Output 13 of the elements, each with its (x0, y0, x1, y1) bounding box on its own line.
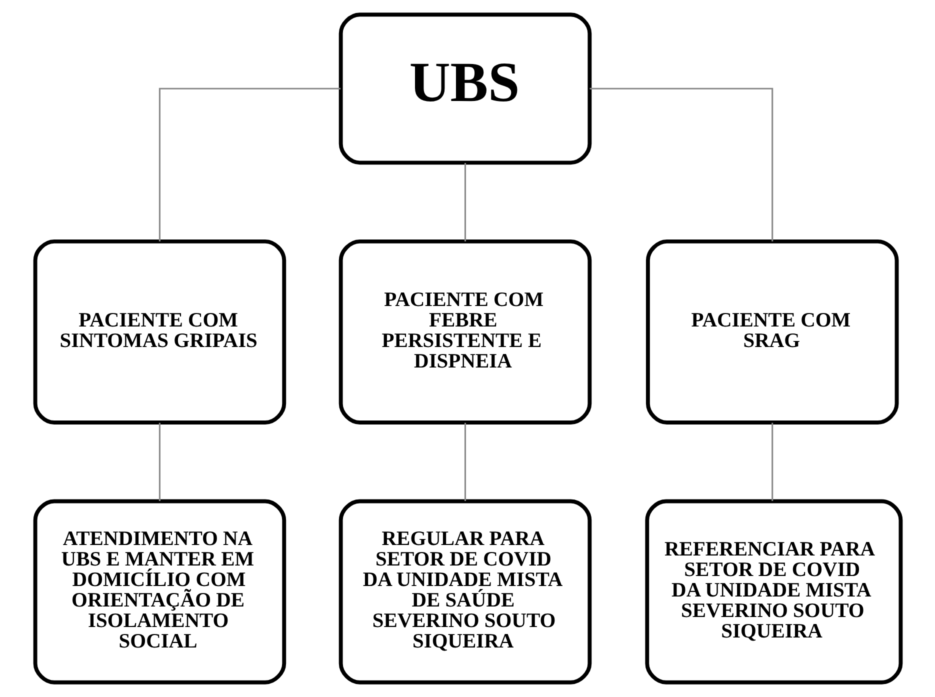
connector (771, 422, 773, 501)
connector (158, 422, 160, 501)
node-box: PACIENTE COM SRAG (645, 239, 898, 424)
connector (589, 88, 773, 242)
node-box: UBS (338, 12, 592, 165)
node-box: PACIENTE COM SINTOMAS GRIPAIS (32, 239, 286, 424)
connector (158, 88, 340, 242)
connector (464, 422, 466, 501)
node-box: PACIENTE COM FEBRE PERSISTENTE E DISPNEIA (338, 239, 592, 424)
node-box: REFERENCIAR PARA SETOR DE COVID DA UNIDADE MISTA SEVERINO SOUTO SIQUEIRA (644, 499, 902, 684)
node-box: ATENDIMENTO NA UBS E MANTER EM DOMICÍLIO COM ORIENTAÇÃO DE ISOLAMENTO SOCIAL (32, 499, 286, 684)
connector (464, 162, 466, 242)
node-box: REGULAR PARA SETOR DE COVID DA UNIDADE MISTA DE SAÚDE SEVERINO SOUTO SIQUEIRA (338, 499, 592, 684)
